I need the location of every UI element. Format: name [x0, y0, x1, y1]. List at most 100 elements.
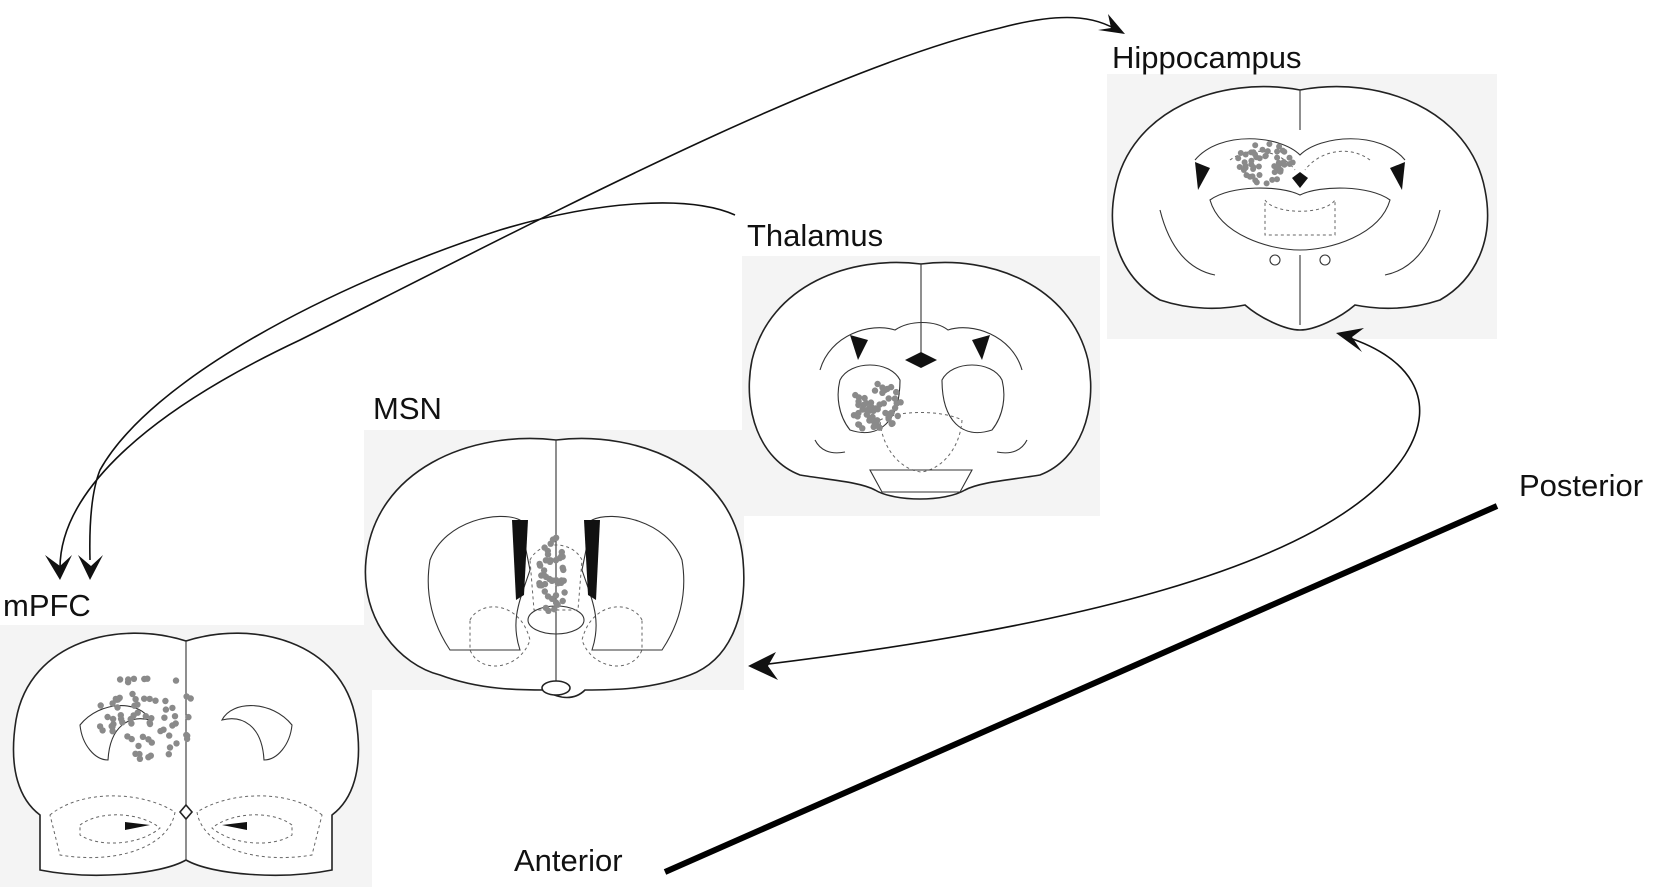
hippocampus-electrode-dots	[1235, 141, 1296, 187]
electrode-dot	[854, 413, 861, 420]
electrode-dot	[165, 751, 172, 758]
electrode-dot	[146, 695, 153, 703]
electrode-dot	[173, 740, 180, 747]
electrode-dot	[1250, 166, 1257, 172]
electrode-dot	[1281, 161, 1288, 168]
electrode-dot	[97, 702, 104, 709]
msn-electrode-dots	[536, 534, 568, 614]
electrode-dot	[893, 388, 900, 396]
electrode-dot	[855, 401, 862, 409]
electrode-dot	[1237, 150, 1244, 156]
electrode-dot	[166, 732, 173, 739]
electrode-dot	[1264, 148, 1271, 155]
arrowhead-hippocampus-bottom	[1336, 328, 1364, 352]
electrode-dot	[157, 727, 164, 735]
electrode-dot	[172, 677, 180, 684]
electrode-dot	[142, 713, 149, 720]
electrode-dot	[1248, 157, 1255, 164]
electrode-dot	[1266, 141, 1273, 147]
mpfc-electrode-dots	[96, 675, 194, 762]
electrode-dot	[547, 557, 554, 564]
electrode-dot	[1274, 148, 1281, 155]
electrode-dot	[548, 577, 556, 584]
arrowhead-hippocampus-top	[1098, 14, 1125, 34]
electrode-dot	[544, 551, 552, 558]
arrowhead-msn	[748, 652, 778, 680]
electrode-dot	[139, 733, 147, 740]
electrode-dot	[117, 715, 125, 723]
electrode-dot	[855, 394, 863, 401]
electrode-dot	[542, 573, 550, 581]
hippocampus-section	[1107, 74, 1497, 339]
electrode-dot	[152, 697, 159, 704]
electrode-dot	[171, 713, 179, 720]
msn-section	[364, 430, 745, 699]
electrode-dot	[166, 744, 174, 751]
electrode-dot	[862, 399, 870, 407]
electrode-dot	[141, 675, 148, 683]
thalamus-section	[742, 256, 1100, 516]
electrode-dot	[552, 592, 560, 599]
electrode-dot	[894, 412, 901, 420]
electrode-dot	[859, 406, 866, 413]
electrode-dot	[145, 736, 152, 743]
electrode-dot	[169, 722, 176, 729]
electrode-dot	[96, 723, 104, 730]
electrode-dot	[1274, 154, 1281, 161]
electrode-dot	[1256, 172, 1263, 178]
label-thalamus: Thalamus	[747, 218, 884, 253]
electrode-dot	[536, 580, 543, 587]
electrode-dot	[1281, 148, 1288, 155]
electrode-dot	[1286, 154, 1293, 161]
electrode-dot	[888, 420, 895, 427]
electrode-dot	[541, 580, 549, 588]
electrode-dot	[544, 593, 552, 600]
electrode-dot	[1249, 173, 1256, 180]
electrode-dot	[1263, 180, 1270, 187]
label-mpfc: mPFC	[3, 588, 91, 623]
electrode-dot	[865, 405, 873, 412]
electrode-dot	[109, 715, 117, 723]
arrowhead-mpfc-right	[78, 555, 103, 580]
electrode-dot	[871, 387, 879, 394]
electrode-dot	[1274, 176, 1280, 183]
electrode-dot	[551, 606, 558, 613]
electrode-dot	[552, 557, 560, 564]
electrode-dot	[1252, 142, 1259, 149]
electrode-dot	[561, 589, 568, 596]
arrowhead-mpfc-left	[45, 555, 72, 580]
electrode-dot	[130, 675, 138, 682]
electrode-dot	[886, 412, 893, 419]
electrode-dot	[559, 597, 566, 605]
electrode-dot	[1289, 159, 1296, 166]
mpfc-section	[0, 625, 372, 887]
electrode-dot	[130, 712, 137, 719]
electrode-dot	[891, 404, 899, 412]
electrode-dot	[169, 704, 176, 712]
electrode-dot	[1236, 164, 1243, 170]
electrode-dot	[541, 544, 548, 551]
electrode-dot	[110, 720, 117, 728]
electrode-dot	[541, 588, 548, 595]
label-hippocampus: Hippocampus	[1112, 40, 1302, 75]
electrode-dot	[112, 695, 120, 703]
electrode-dot	[1276, 143, 1283, 150]
electrode-dot	[136, 750, 143, 758]
electrode-dot	[147, 752, 154, 759]
anterior-posterior-axis	[663, 503, 1499, 875]
electrode-dot	[874, 380, 881, 388]
electrode-dot	[148, 715, 155, 722]
electrode-dot	[128, 735, 135, 743]
electrode-dot	[1269, 176, 1276, 183]
electrode-dot	[1235, 155, 1242, 162]
electrode-dot	[542, 557, 550, 564]
label-anterior: Anterior	[514, 843, 623, 878]
electrode-dot	[132, 696, 139, 703]
electrode-dot	[885, 395, 892, 402]
electrode-dot	[1242, 151, 1249, 158]
electrode-dot	[881, 386, 889, 394]
electrode-dot	[185, 713, 192, 721]
electrode-dot	[129, 690, 136, 698]
electrode-dot	[131, 702, 138, 709]
